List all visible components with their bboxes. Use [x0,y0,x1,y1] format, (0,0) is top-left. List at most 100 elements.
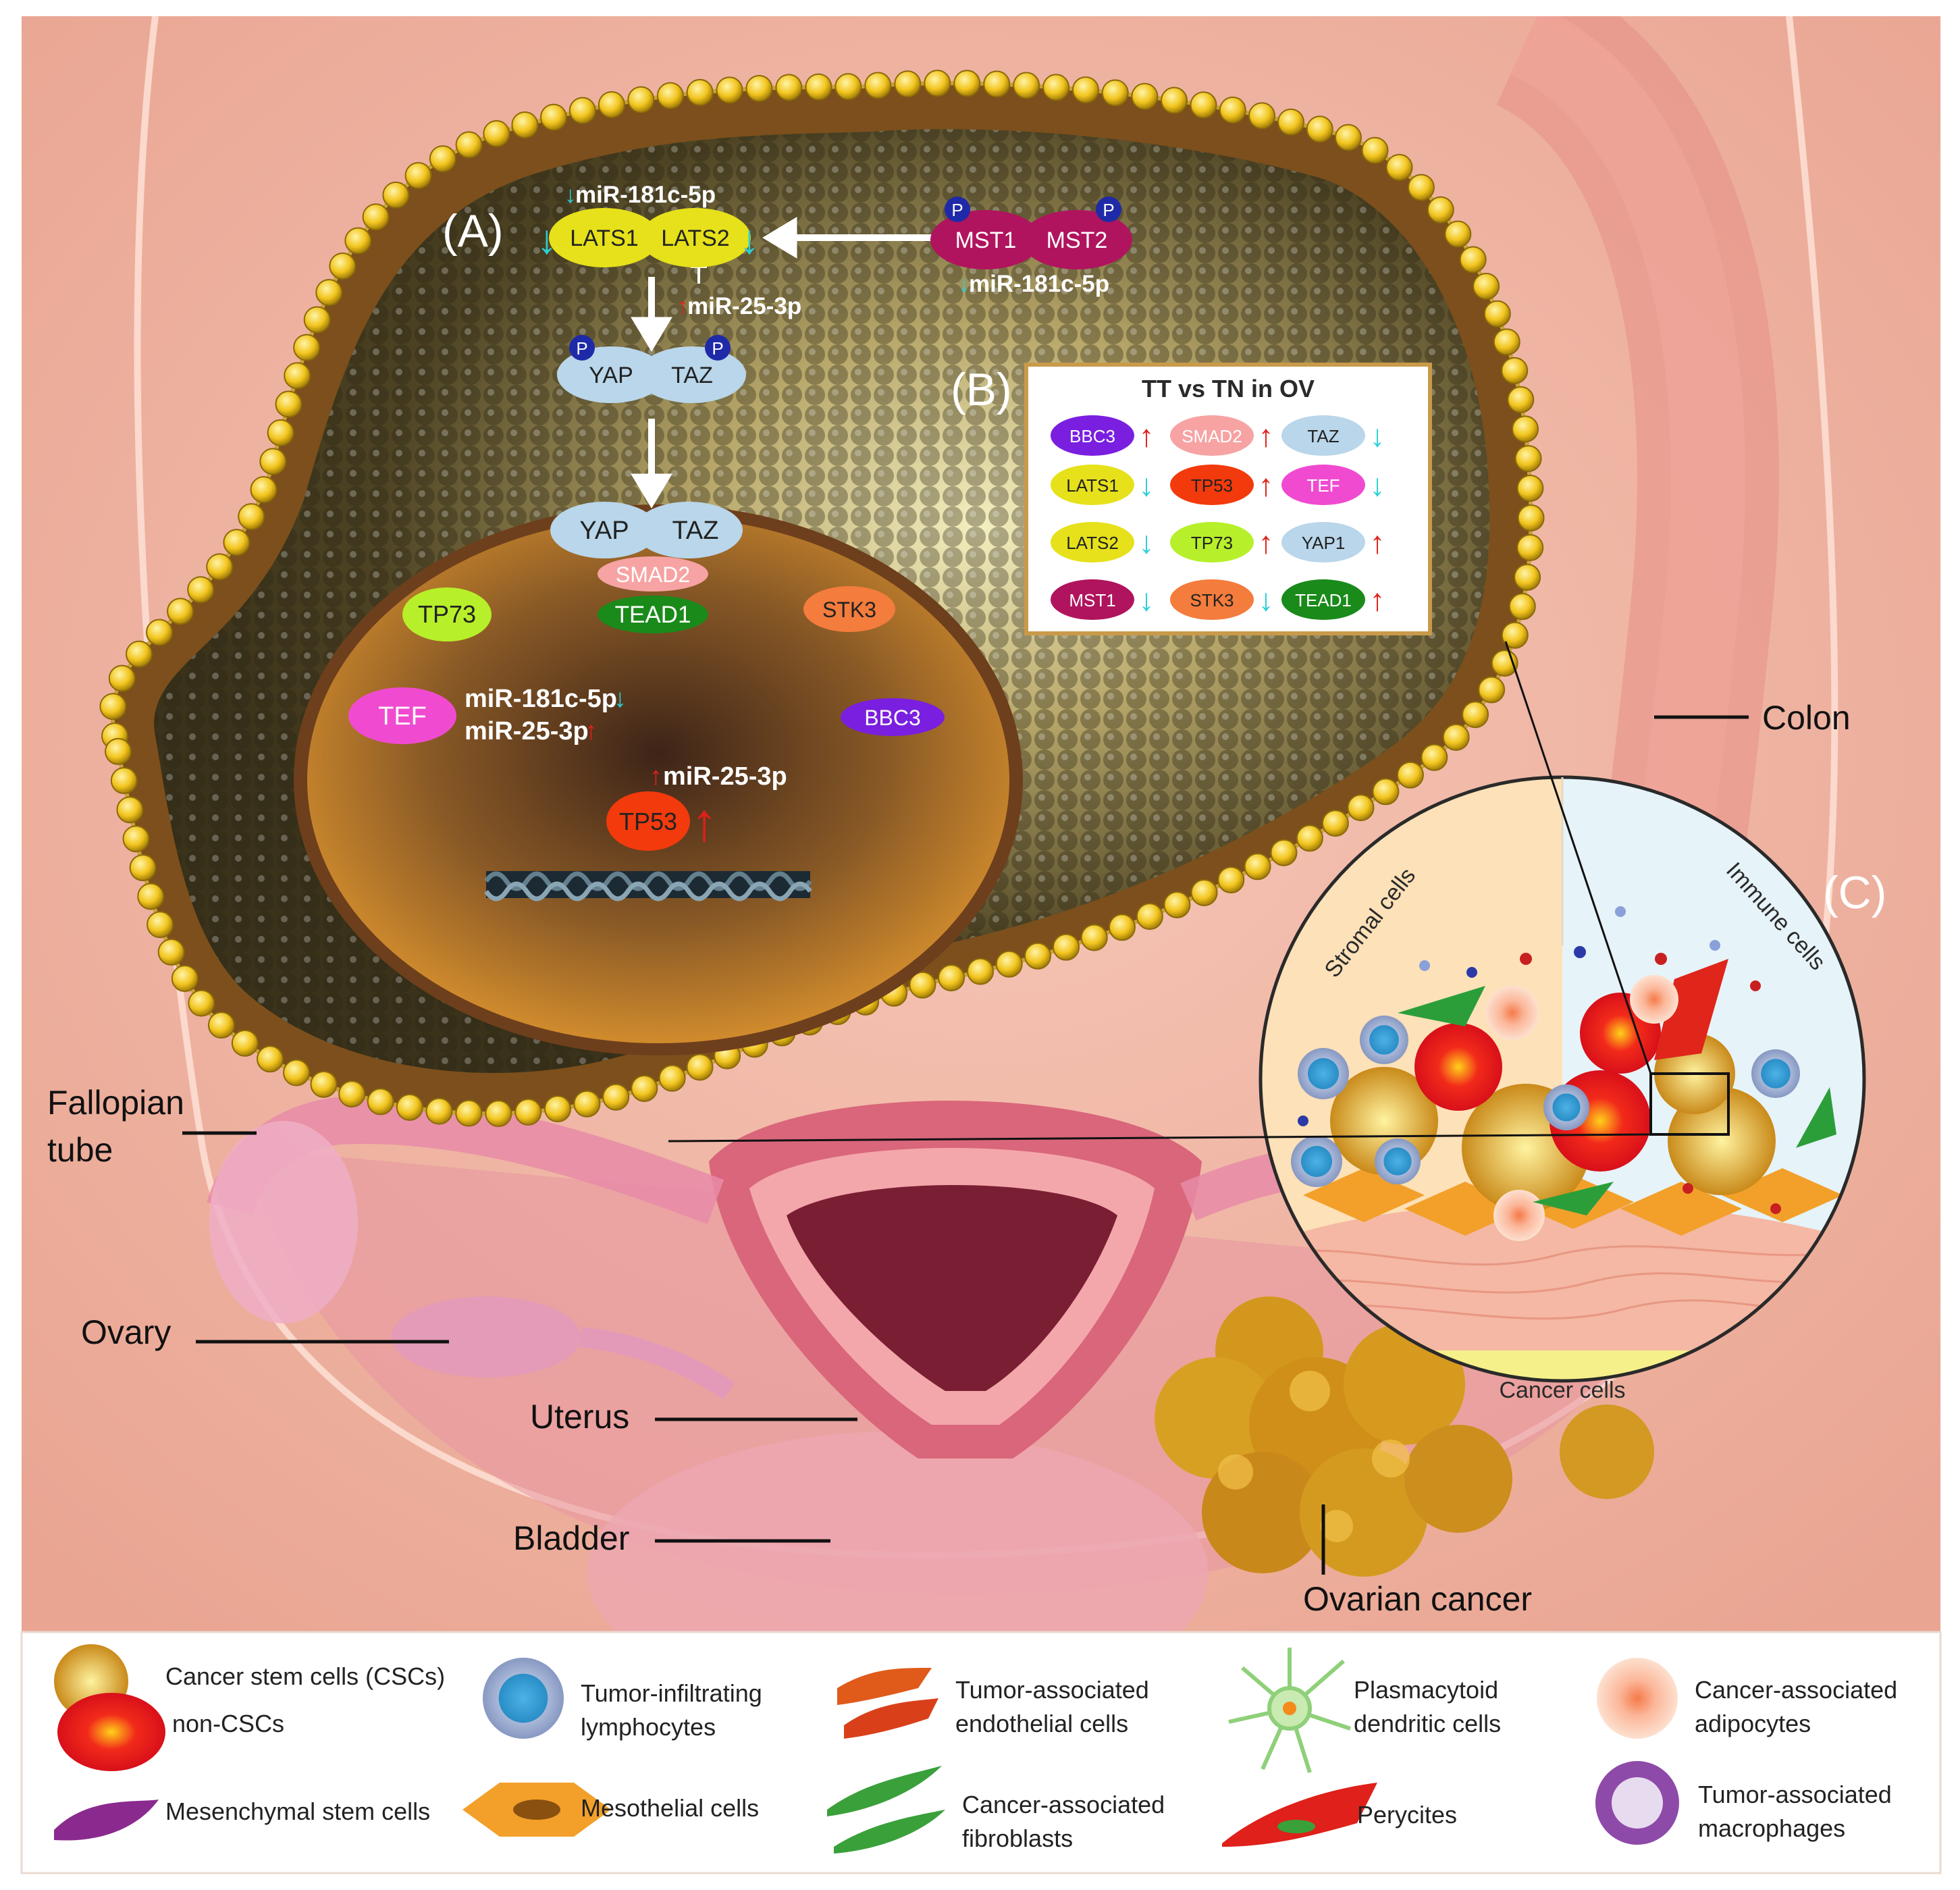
table-cell-smad2-label: SMAD2 [1182,426,1242,446]
til-icon [483,1658,564,1739]
lipid-head [1493,328,1520,356]
lipid-head [1385,153,1413,181]
table-cell-yap1-label: YAP1 [1302,533,1346,553]
lipid-head [1163,891,1191,918]
lipid-head [909,971,936,999]
lipid-head [157,939,185,966]
mst2-label: MST2 [1047,228,1108,253]
pathway-arrows [631,217,949,508]
table-cell-tead1-label: TEAD1 [1295,590,1352,610]
legend-pdc-1: Plasmacytoid [1354,1676,1498,1704]
legend: Cancer stem cells (CSCs) non-CSCs Tumor-… [20,1631,1942,1874]
lipid-head [1462,701,1489,729]
legend-msc: Mesenchymal stem cells [165,1797,430,1825]
lipid-head [303,306,331,334]
table-cell-tp53-label: TP53 [1191,475,1233,496]
yap-nuc-shape [550,502,658,558]
lipid-head [382,181,410,209]
taz-nuc-label: TAZ [672,517,719,545]
mir-25-tp53-label: miR-25-3p [663,762,787,791]
yap-cyto-shape [557,346,665,403]
down-arrow-icon: ↓ [564,182,577,208]
lipid-head [223,529,250,556]
phospho-icon [705,335,731,361]
down-arrow-icon: ↓ [1370,467,1385,502]
table-cell-stk3-label: STK3 [1190,590,1234,610]
table-cell-lats2-shape [1051,522,1134,562]
lipid-head [367,1088,394,1115]
legend-pdc-2: dendritic cells [1354,1710,1501,1737]
lipid-head [1071,76,1099,104]
lipid-head [686,1053,714,1081]
lipid-head [835,73,862,101]
lipid-head [344,227,372,255]
dna-icon [484,871,812,901]
legend-til-2: lymphocytes [581,1713,716,1741]
lipid-head [598,90,625,118]
caa-icon [1597,1658,1678,1739]
tef-shape [348,687,456,744]
lipid-head [1507,386,1535,413]
lipid-head [146,619,174,646]
lipid-head [1053,933,1080,961]
lipid-head [1516,534,1544,562]
lipid-head [455,1099,483,1127]
bbc3-shape [841,698,945,736]
lipid-head [656,82,684,109]
cancer-cells-label: Cancer cells [1499,1377,1625,1403]
lipid-head [338,1080,366,1108]
lipid-head [1508,593,1536,621]
table-cell-taz-label: TAZ [1307,426,1339,446]
lipid-head [1442,723,1470,751]
tec-icon [837,1668,938,1739]
table-cell-lats1-label: LATS1 [1066,475,1119,496]
lipid-head [250,476,277,504]
lipid-head [1219,96,1246,124]
lipid-head [514,1098,542,1126]
anatomy-labels: Colon Fallopian tube Ovary Uterus Bladde… [47,699,1851,1618]
taz-nuc-shape [635,502,743,558]
lipid-head [1080,924,1108,951]
up-arrow-icon: ↑ [677,293,689,319]
mir-181c-lats-label: miR-181c-5p [575,182,716,208]
lipid-head [1421,743,1448,771]
noncsc-icon [57,1693,165,1771]
phospho-label: P [712,338,723,359]
phospho-label: P [1103,200,1114,220]
mir-181c-nuc-label: miR-181c-5p [465,685,617,713]
up-arrow-icon: ↑ [1370,525,1385,560]
lipid-head [1501,621,1529,649]
fallopian-label-1: Fallopian [47,1084,184,1122]
lipid-head [283,1059,311,1086]
table-cell-taz-shape [1281,415,1365,456]
lipid-head [267,419,294,446]
down-arrow-icon: ↓ [958,271,970,297]
lipid-head [1244,853,1271,881]
lipid-head [627,86,655,113]
panel-label-a: (A) [442,205,504,257]
panel-label-b: (B) [951,364,1012,415]
table-cell-lats2-label: LATS2 [1066,533,1119,553]
legend-caa-2: adipocytes [1695,1710,1811,1737]
tam-icon [1595,1761,1679,1845]
lipid-head [1190,91,1217,119]
lipid-head [1108,914,1136,941]
lipid-head [122,825,150,853]
table-cell-mst1-shape [1051,579,1134,620]
nucleus [294,504,1023,1055]
down-arrow-icon: ↓ [614,685,627,713]
fallopian-label-2: tube [47,1131,113,1169]
lipid-head [187,576,215,604]
down-arrow-icon: ↓ [1139,467,1155,502]
lipid-head [455,131,483,159]
lipid-head [1372,778,1400,806]
tp73-shape [402,587,492,641]
lipid-head [894,70,922,98]
lipid-head [1483,300,1511,327]
lipid-head [1517,504,1545,532]
table-title: TT vs TN in OV [1142,375,1315,402]
table-cell-tead1-shape [1281,579,1365,620]
lipid-head [568,97,596,124]
up-arrow-icon: ↑ [1259,525,1274,560]
lipid-head [1248,102,1276,130]
